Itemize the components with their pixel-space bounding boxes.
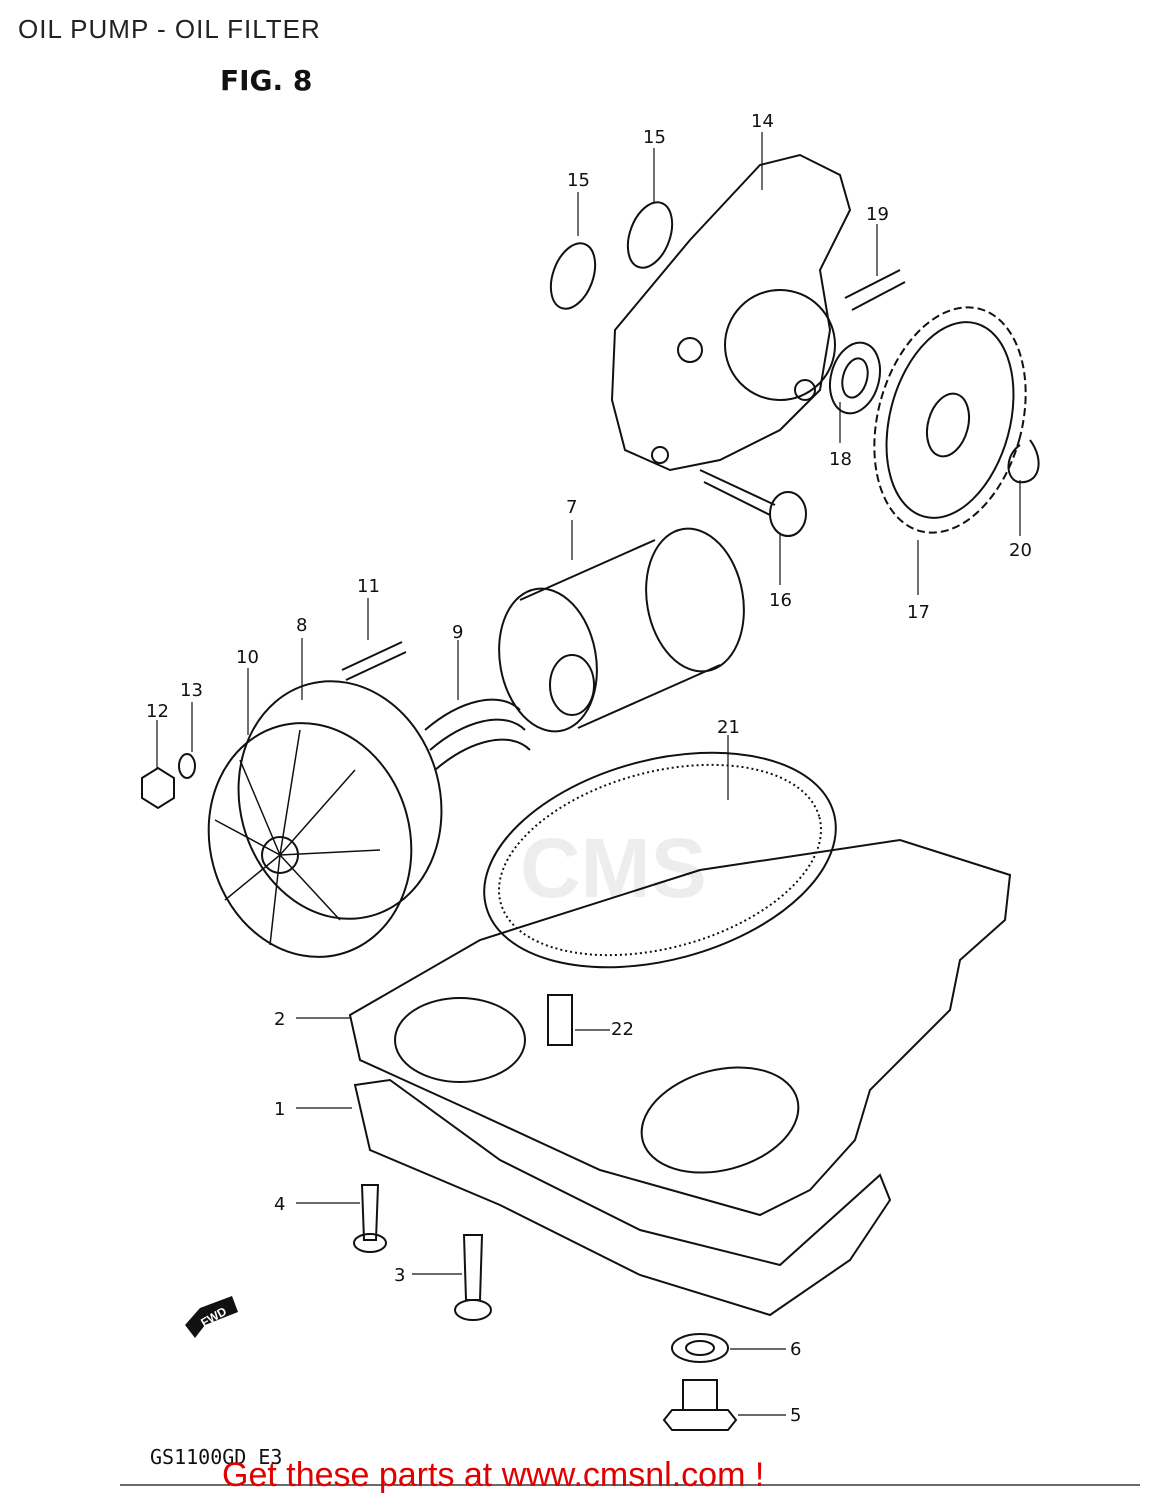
callout-1: 1: [274, 1099, 286, 1120]
spring-9: [424, 698, 531, 771]
callout-15a: 15: [567, 170, 590, 191]
callout-6: 6: [790, 1339, 802, 1360]
callout-20: 20: [1009, 540, 1032, 561]
o-ring-15a: [549, 242, 597, 310]
callout-21: 21: [717, 717, 740, 738]
oil-filter-7: [498, 587, 598, 733]
callout-14: 14: [751, 111, 774, 132]
callout-17: 17: [907, 602, 930, 623]
bolt-4: [360, 1184, 380, 1241]
nut-12: [141, 766, 175, 810]
gasket-8: [237, 680, 443, 920]
callout-10: 10: [236, 647, 259, 668]
cover-10: [207, 722, 413, 958]
callout-18: 18: [829, 449, 852, 470]
callout-4: 4: [274, 1194, 286, 1215]
plug-22: [547, 994, 573, 1046]
callout-3: 3: [394, 1265, 406, 1286]
fwd-arrow-icon: [185, 1296, 238, 1338]
washer-18: [829, 341, 881, 415]
callout-13: 13: [180, 680, 203, 701]
page-title: OIL PUMP - OIL FILTER: [18, 14, 321, 44]
stud-11: [341, 641, 407, 681]
oil-pump-body: [610, 153, 852, 472]
washer-13: [178, 753, 196, 779]
o-ring-15b: [626, 201, 674, 269]
circlip-20: [1007, 439, 1040, 484]
strainer-21: [483, 751, 837, 969]
model-code: GS1100GD E3: [150, 1445, 283, 1469]
bolt-3: [462, 1234, 484, 1301]
callout-5: 5: [790, 1405, 802, 1426]
gasket-2: [348, 838, 1012, 1217]
callout-15b: 15: [643, 127, 666, 148]
callout-12: 12: [146, 701, 169, 722]
callout-9: 9: [452, 622, 464, 643]
callout-19: 19: [866, 204, 889, 225]
callout-16: 16: [769, 590, 792, 611]
footer-link[interactable]: Get these parts at www.cmsnl.com !: [222, 1456, 765, 1494]
figure-label: FIG. 8: [220, 64, 313, 97]
washer-6: [671, 1333, 729, 1363]
oil-pan-1: [353, 1078, 892, 1317]
callout-8: 8: [296, 615, 308, 636]
callout-7: 7: [566, 497, 578, 518]
callout-22: 22: [611, 1019, 634, 1040]
drain-plug-5: [682, 1379, 718, 1411]
callout-2: 2: [274, 1009, 286, 1030]
gear-17: [873, 306, 1027, 534]
callout-11: 11: [357, 576, 380, 597]
pin-19: [844, 269, 906, 311]
bolt-16: [699, 469, 776, 516]
watermark: CMS: [520, 821, 707, 915]
